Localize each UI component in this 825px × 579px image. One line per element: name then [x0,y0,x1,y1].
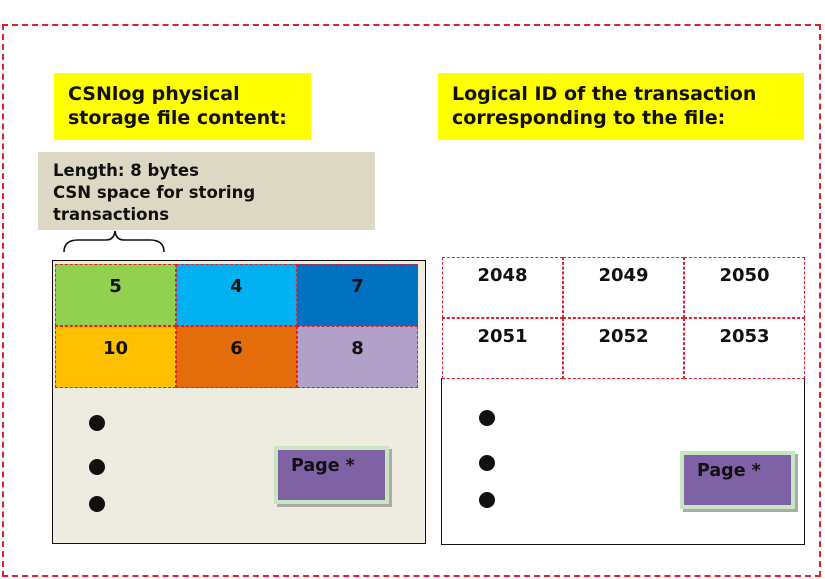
csn-cell-4-value: 10 [102,337,129,359]
outer-dashed-frame [2,24,821,577]
page-label: Page * [697,461,761,481]
csn-cell-3-value: 7 [351,275,364,297]
csn-cell-6-value: 8 [351,337,364,359]
ellipsis-dot [479,455,495,471]
xid-cell-5-value: 2052 [598,326,649,347]
xid-cell-1-value: 2048 [477,265,528,286]
csn-cell-5-value: 6 [230,337,243,359]
logical-id-title: Logical ID of the transaction correspond… [438,73,804,140]
csn-cell-4: 10 [55,326,176,388]
xid-cell-6: 2053 [684,318,805,379]
ellipsis-dot [479,492,495,508]
page-box: Page * [274,446,389,504]
csn-cell-1: 5 [55,264,176,326]
xid-cell-4-value: 2051 [477,326,528,347]
xid-cell-6-value: 2053 [719,326,770,347]
ellipsis-dot [89,459,105,475]
xid-cell-2-value: 2049 [598,265,649,286]
xid-cell-3-value: 2050 [719,265,770,286]
csn-cell-6: 8 [297,326,418,388]
xid-cell-3: 2050 [684,257,805,318]
xid-cell-1: 2048 [442,257,563,318]
csn-cell-3: 7 [297,264,418,326]
curly-brace [63,230,165,253]
xid-cell-5: 2052 [563,318,684,379]
csn-cell-1-value: 5 [109,275,122,297]
csn-cell-5: 6 [176,326,297,388]
page-box: Page * [680,451,795,509]
xid-cell-4: 2051 [442,318,563,379]
xid-cell-2: 2049 [563,257,684,318]
length-note: Length: 8 bytes CSN space for storing tr… [38,152,375,230]
csn-cell-2: 4 [176,264,297,326]
ellipsis-dot [479,410,495,426]
page-label: Page * [291,456,355,476]
ellipsis-dot [89,415,105,431]
csn-cell-2-value: 4 [230,275,243,297]
csnlog-content-title: CSNlog physical storage file content: [54,73,311,140]
ellipsis-dot [89,496,105,512]
